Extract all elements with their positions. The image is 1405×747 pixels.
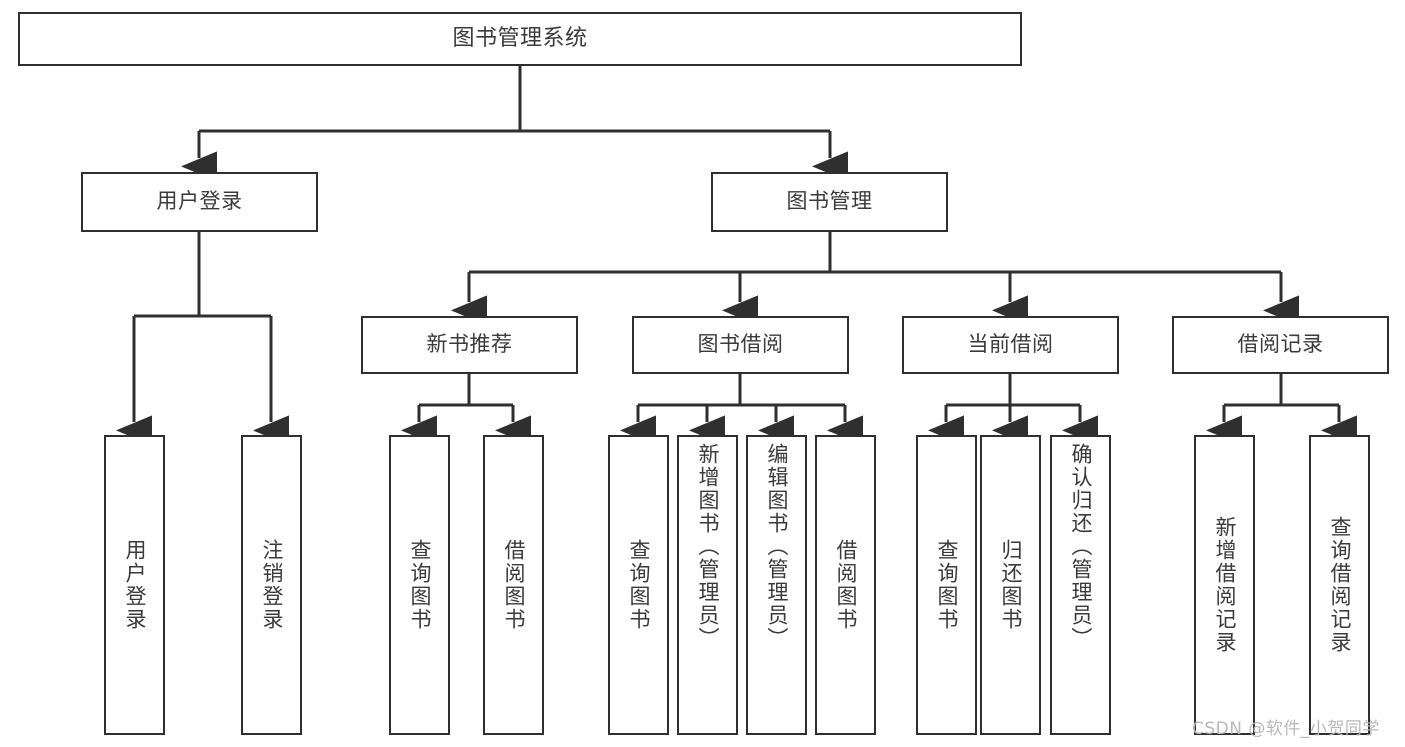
node-borrow-record[interactable]: 借阅记录 — [1172, 316, 1389, 374]
leaf-logout[interactable]: 注销登录 — [241, 435, 302, 735]
leaf-add-borrow-record[interactable]: 新增借阅记录 — [1194, 435, 1255, 735]
leaf-borrow-book-recommend[interactable]: 借阅图书 — [483, 435, 544, 735]
node-label: 用户登录 — [123, 539, 147, 631]
node-label: 图书管理 — [786, 189, 873, 214]
node-label: 借阅图书 — [502, 539, 526, 631]
node-label: 确认归还（管理员） — [1069, 443, 1093, 650]
leaf-query-book-current[interactable]: 查询图书 — [916, 435, 977, 735]
node-label: 查询图书 — [935, 539, 959, 631]
node-label: 用户登录 — [156, 189, 243, 214]
leaf-edit-book-admin[interactable]: 编辑图书（管理员） — [746, 435, 807, 735]
leaf-return-book[interactable]: 归还图书 — [980, 435, 1041, 735]
node-label: 查询图书 — [627, 539, 651, 631]
leaf-query-book-borrow[interactable]: 查询图书 — [608, 435, 669, 735]
node-label: 新增图书（管理员） — [696, 443, 720, 650]
node-label: 注销登录 — [260, 539, 284, 631]
node-new-book-recommend[interactable]: 新书推荐 — [361, 316, 578, 374]
leaf-borrow-book[interactable]: 借阅图书 — [815, 435, 876, 735]
node-user-login[interactable]: 用户登录 — [81, 172, 318, 232]
leaf-query-borrow-record[interactable]: 查询借阅记录 — [1309, 435, 1370, 735]
node-label: 归还图书 — [999, 539, 1023, 631]
node-label: 编辑图书（管理员） — [765, 443, 789, 650]
node-label: 新书推荐 — [426, 332, 513, 357]
leaf-add-book-admin[interactable]: 新增图书（管理员） — [677, 435, 738, 735]
node-label: 查询图书 — [408, 539, 432, 631]
node-label: 图书管理系统 — [452, 25, 588, 51]
leaf-query-book-recommend[interactable]: 查询图书 — [389, 435, 450, 735]
node-label: 借阅记录 — [1237, 332, 1324, 357]
node-label: 查询借阅记录 — [1328, 516, 1352, 654]
node-label: 图书借阅 — [697, 332, 784, 357]
node-label: 当前借阅 — [967, 332, 1054, 357]
leaf-confirm-return-admin[interactable]: 确认归还（管理员） — [1050, 435, 1111, 735]
node-book-borrow[interactable]: 图书借阅 — [632, 316, 849, 374]
watermark-text: CSDN @软件_小贺同学 — [1192, 719, 1380, 739]
node-label: 新增借阅记录 — [1213, 516, 1237, 654]
leaf-user-login[interactable]: 用户登录 — [104, 435, 165, 735]
node-label: 借阅图书 — [834, 539, 858, 631]
node-root-book-management-system[interactable]: 图书管理系统 — [18, 12, 1022, 66]
node-book-management[interactable]: 图书管理 — [711, 172, 948, 232]
node-current-borrow[interactable]: 当前借阅 — [902, 316, 1119, 374]
